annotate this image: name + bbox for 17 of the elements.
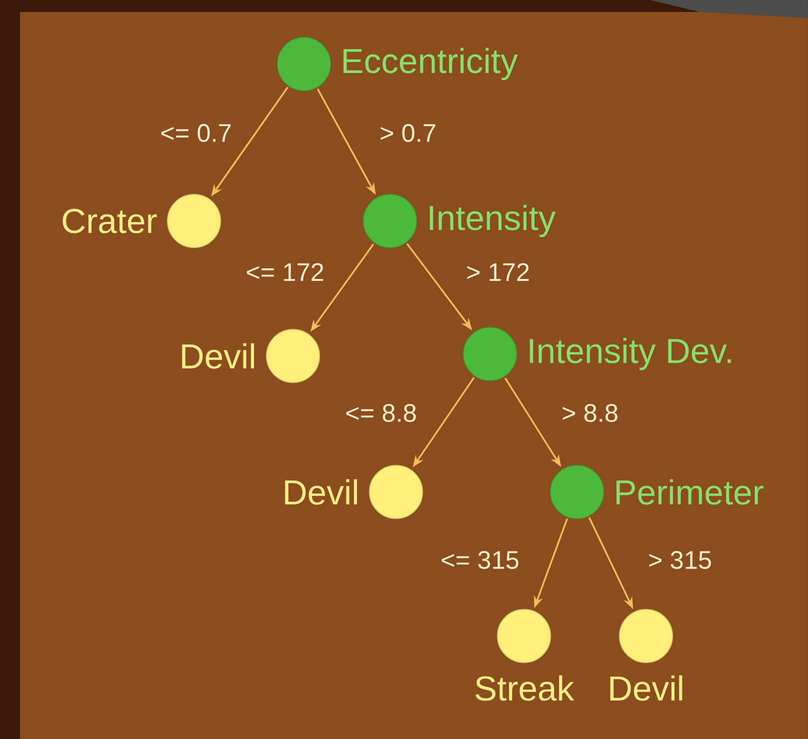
edge-label: > 0.7 bbox=[380, 124, 436, 142]
node-label: Devil bbox=[285, 479, 357, 505]
edge-label: <= 172 bbox=[246, 263, 324, 281]
edge-label: > 315 bbox=[649, 551, 711, 569]
node-label: Eccentricity bbox=[344, 48, 518, 80]
node-label: Devil bbox=[182, 343, 254, 369]
node-label: Devil bbox=[610, 675, 682, 701]
edge-label: <= 315 bbox=[442, 551, 518, 569]
edge-label: <= 8.8 bbox=[346, 404, 416, 422]
node-label: Streak bbox=[475, 675, 574, 701]
edge-label: > 8.8 bbox=[562, 404, 618, 422]
node-label: Perimeter bbox=[616, 479, 764, 505]
node-label: Intensity bbox=[430, 204, 556, 238]
edge-label: <= 0.7 bbox=[161, 124, 231, 142]
node-label: Intensity Dev. bbox=[530, 338, 731, 370]
node-label: Crater bbox=[62, 208, 157, 234]
edge-label: > 172 bbox=[467, 263, 529, 281]
